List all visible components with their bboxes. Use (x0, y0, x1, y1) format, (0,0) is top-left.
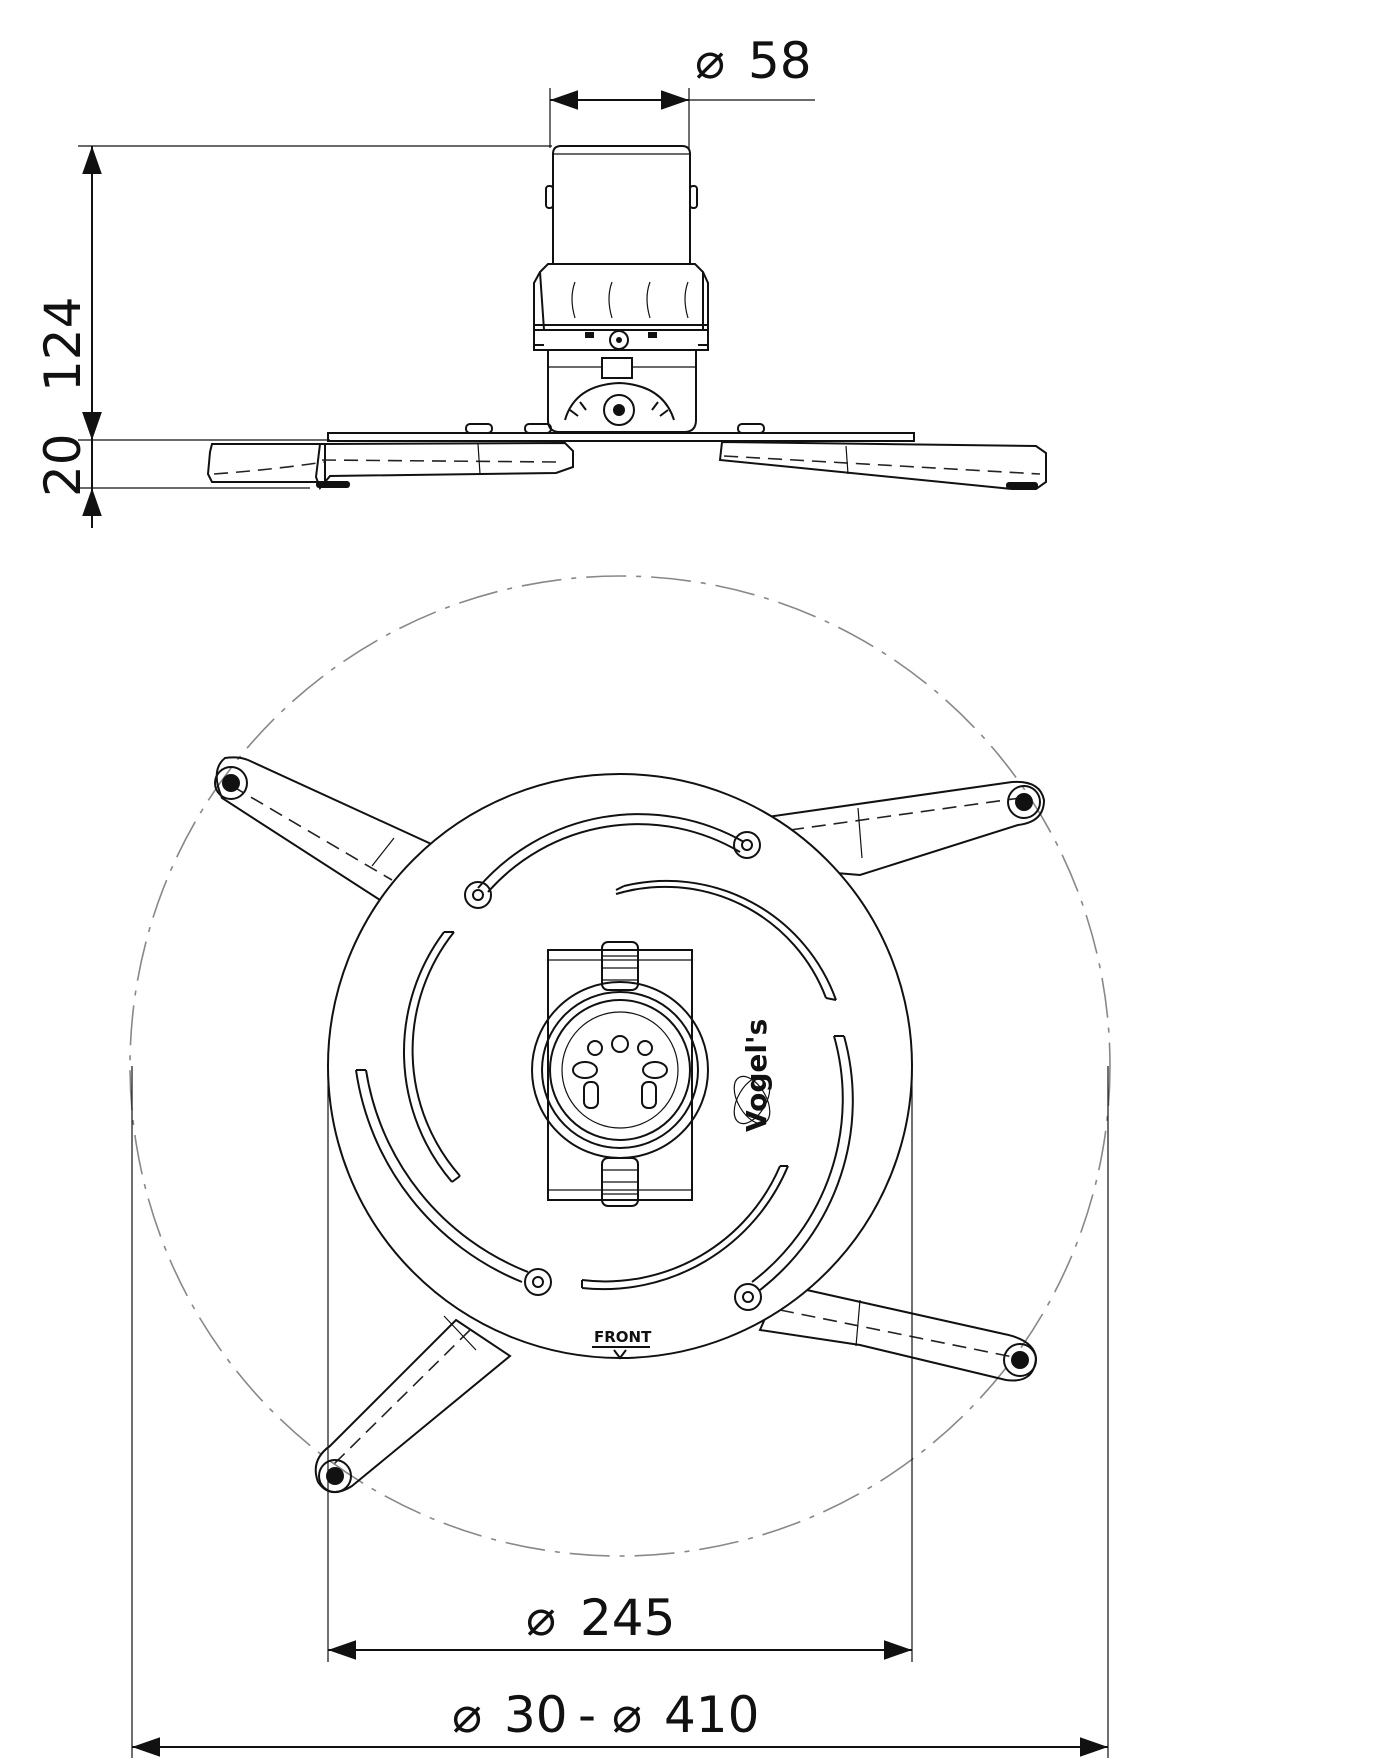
center-clamp (531, 941, 709, 1207)
side-view: ⌀ 58 124 20 (34, 32, 1047, 528)
base-plate (327, 773, 913, 1359)
top-diameter-value: 58 (748, 32, 812, 90)
height-base-value: 20 (34, 433, 92, 497)
rotation-ring (533, 263, 709, 346)
plate-diameter-value: 245 (580, 1589, 675, 1647)
mount-tube (545, 145, 698, 264)
dimension-heights: 124 20 (34, 145, 552, 528)
range-value-a: 30 (504, 1686, 568, 1744)
base-arms (206, 423, 1047, 490)
range-value-b: 410 (664, 1686, 759, 1744)
diameter-symbol: ⌀ (695, 32, 725, 90)
dimension-top-diameter: ⌀ 58 (549, 32, 815, 148)
arm-lower-right (758, 1282, 1038, 1382)
range-symbol-a: ⌀ (452, 1686, 482, 1744)
arm-lower-left (314, 1315, 512, 1493)
range-symbol-b: ⌀ (612, 1686, 642, 1744)
plate-slots (355, 813, 854, 1291)
front-text: FRONT (594, 1328, 652, 1346)
dimension-range: ⌀ 30 - ⌀ 410 (131, 1066, 1109, 1758)
front-label: FRONT (592, 1328, 652, 1360)
plate-diameter-symbol: ⌀ (526, 1589, 556, 1647)
range-separator: - (578, 1686, 596, 1744)
arm-upper-left (214, 756, 442, 902)
arm-upper-right (758, 780, 1046, 877)
dimension-plate-diameter: ⌀ 245 (327, 1070, 913, 1662)
adjustment-range-circle (129, 575, 1111, 1557)
plate-bolts (464, 831, 762, 1311)
top-view: Vogel's FRONT ⌀ 245 ⌀ 30 - ⌀ 410 (129, 575, 1111, 1758)
vogels-logo: Vogel's (733, 1019, 773, 1132)
height-main-value: 124 (34, 297, 92, 392)
tilt-block (533, 329, 709, 433)
logo-text: Vogel's (740, 1019, 773, 1132)
